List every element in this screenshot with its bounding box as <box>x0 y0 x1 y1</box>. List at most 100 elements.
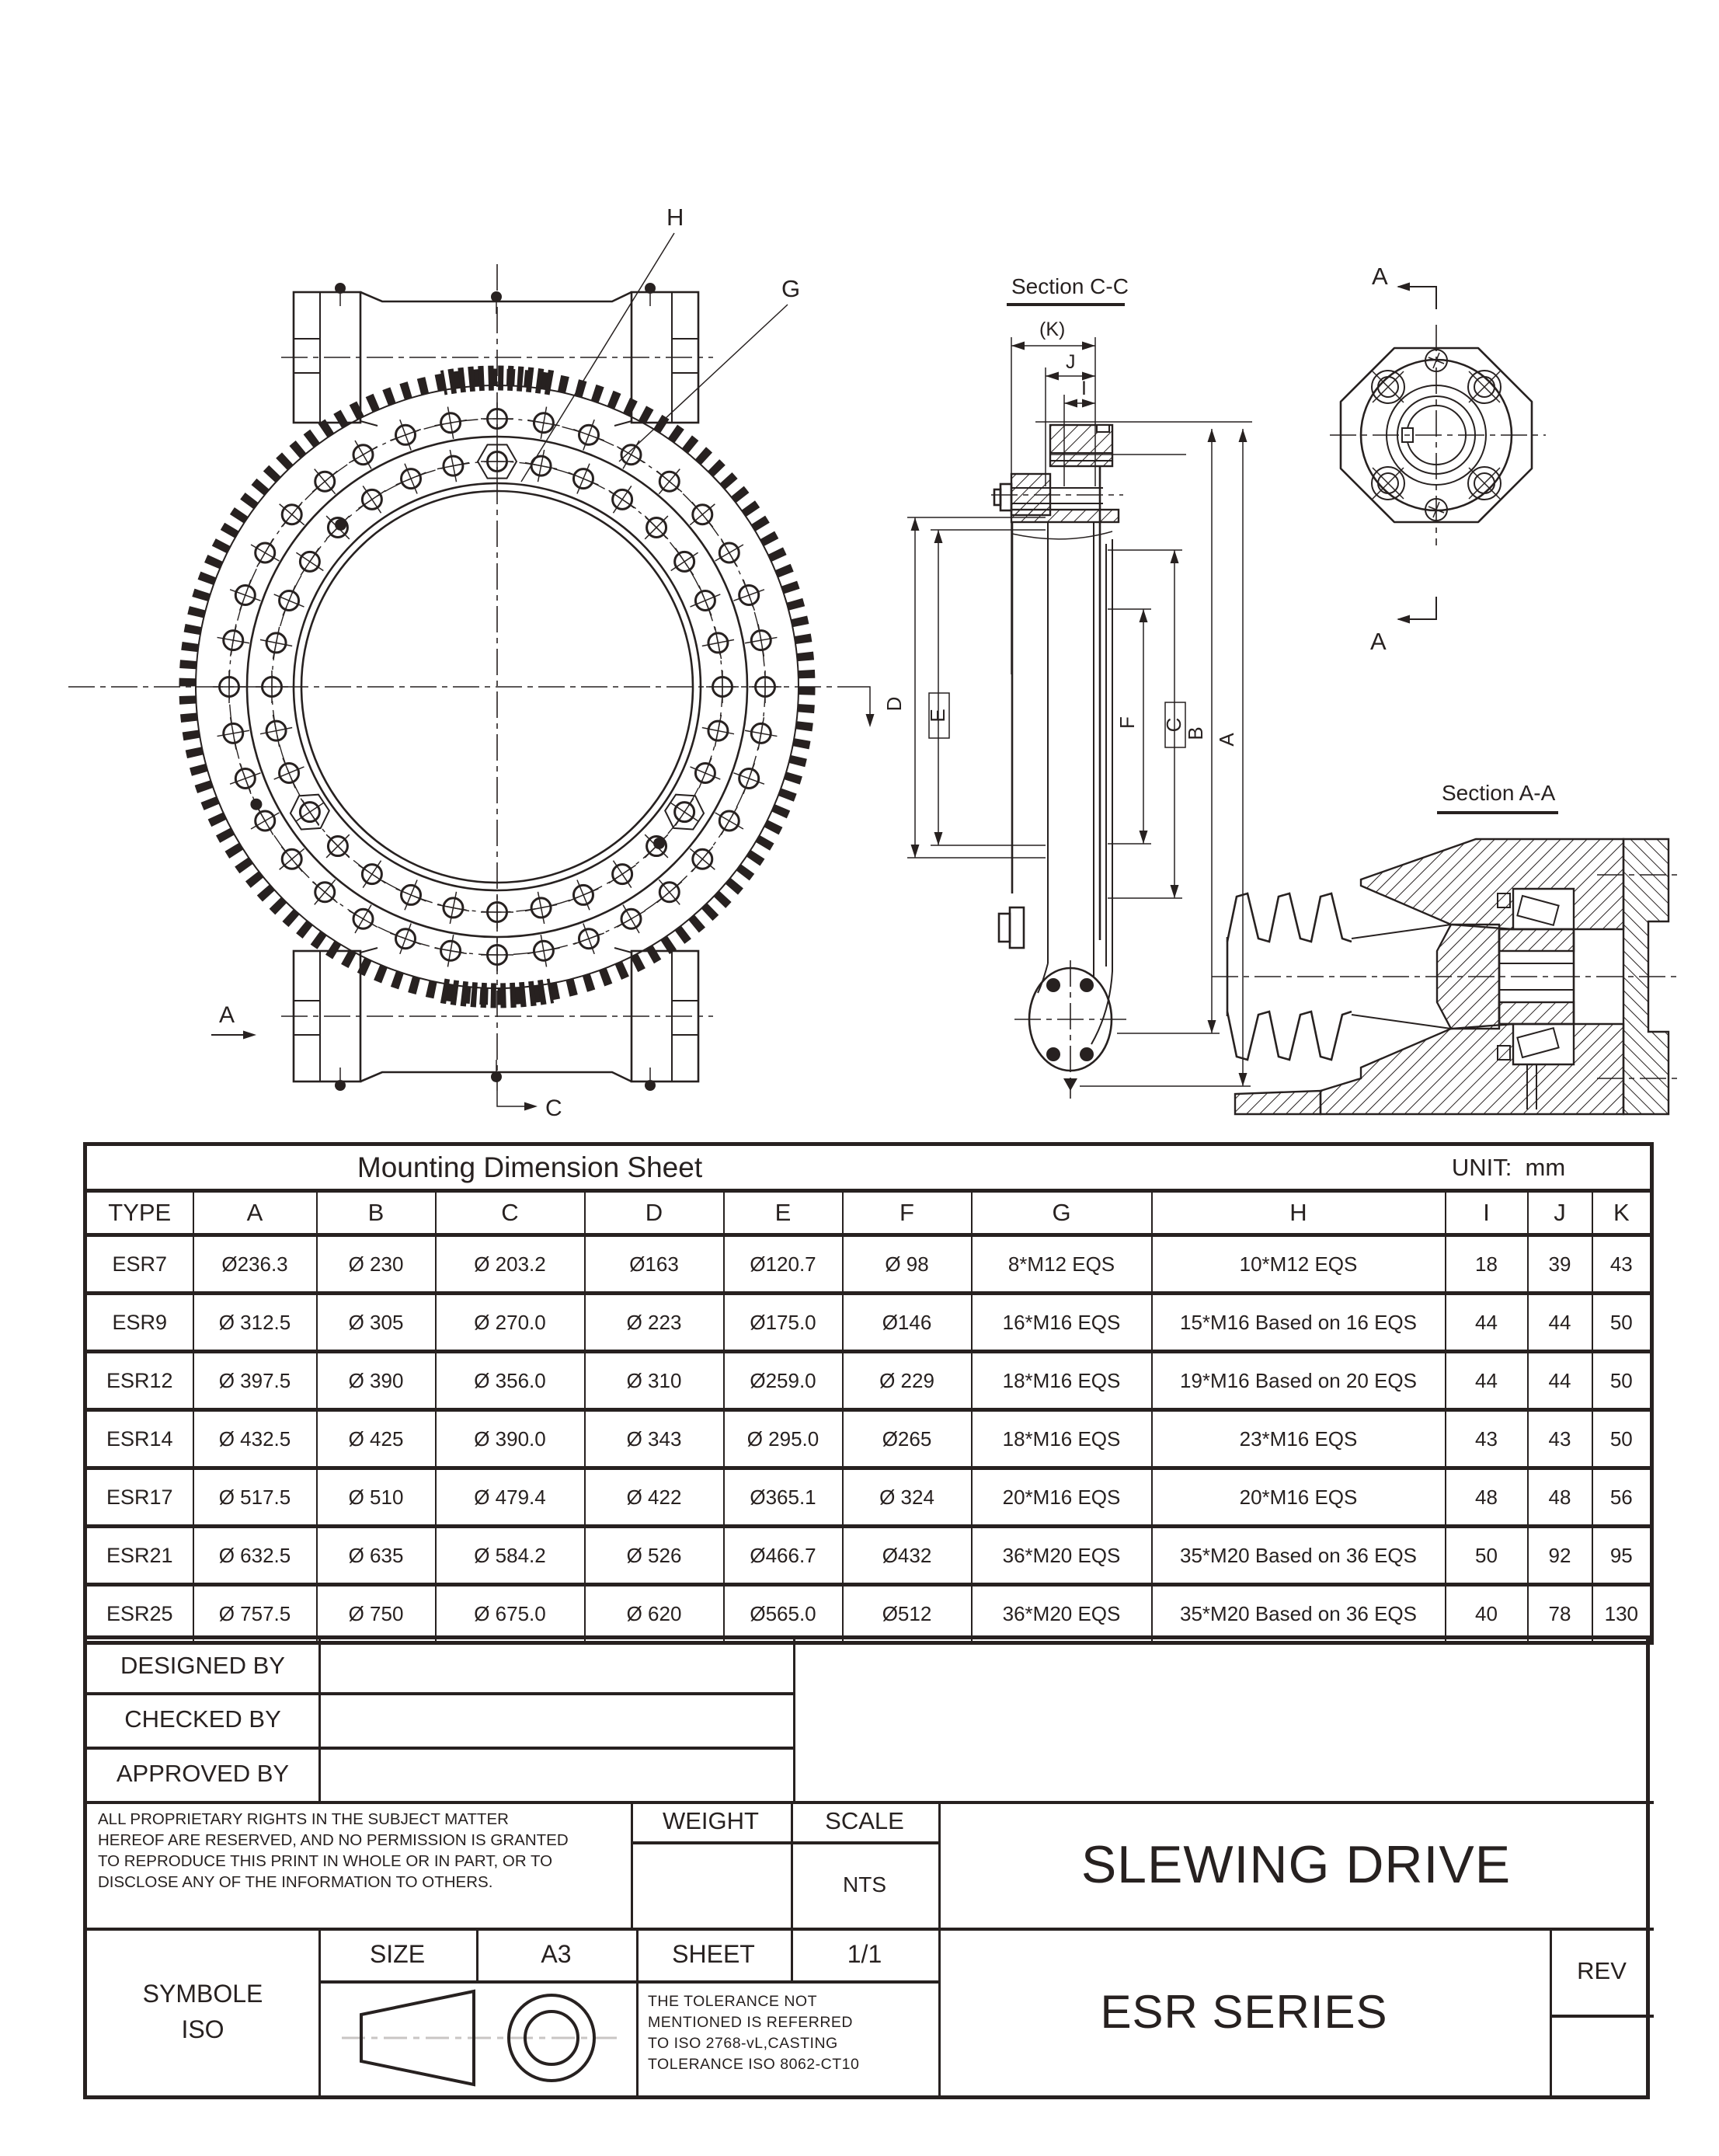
dimension-cell: Ø 390 <box>315 1350 437 1412</box>
designed-by-value <box>318 1639 793 1692</box>
dimension-cell: 44 <box>1444 1291 1529 1353</box>
col-header-a: A <box>192 1189 318 1237</box>
col-header-d: D <box>583 1189 725 1237</box>
dimension-cell: 18*M16 EQS <box>970 1408 1153 1470</box>
callout-g-label: G <box>781 275 800 302</box>
dimension-cell: Ø 223 <box>583 1291 725 1353</box>
dimension-cell: 50 <box>1591 1408 1653 1470</box>
front-view-c-label: C <box>545 1095 562 1121</box>
sheet-label: SHEET <box>672 1939 755 1968</box>
table-title-row: Mounting Dimension Sheet UNIT: mm <box>84 1142 1653 1193</box>
dim-d-label: D <box>882 697 906 712</box>
dimension-cell: 20*M16 EQS <box>970 1466 1153 1528</box>
dimension-cell: 35*M20 Based on 36 EQS <box>1150 1524 1446 1587</box>
dim-e-label: E <box>926 709 949 722</box>
dim-c-label: C <box>1162 718 1185 733</box>
dim-b-label: B <box>1184 726 1207 740</box>
table-header-row: TYPE A B C D E F G H I J K <box>84 1189 1653 1237</box>
section-cc-title: Section C-C <box>1011 274 1129 298</box>
dimension-cell: 44 <box>1526 1350 1593 1412</box>
approved-by-label: APPROVED BY <box>116 1760 290 1787</box>
checked-by-value <box>318 1692 793 1747</box>
unit-label: UNIT: mm <box>1451 1153 1566 1181</box>
dimension-cell: Ø 356.0 <box>434 1350 586 1412</box>
dimension-cell: Ø 517.5 <box>192 1466 318 1528</box>
end-view: A A <box>1330 263 1546 655</box>
row-type-cell: ESR14 <box>84 1408 194 1470</box>
dimension-cell: Ø259.0 <box>722 1350 844 1412</box>
designed-by-label: DESIGNED BY <box>120 1652 285 1679</box>
dimension-cell: 36*M20 EQS <box>970 1583 1153 1645</box>
row-type-cell: ESR21 <box>84 1524 194 1587</box>
dim-i-label: I <box>1081 378 1087 399</box>
dimension-cell: Ø 229 <box>841 1350 973 1412</box>
dim-j-label: J <box>1066 351 1076 373</box>
col-header-g: G <box>970 1189 1153 1237</box>
col-header-c: C <box>434 1189 586 1237</box>
dimension-cell: Ø146 <box>841 1291 973 1353</box>
row-type-cell: ESR7 <box>84 1233 194 1295</box>
callout-h-label: H <box>666 204 684 231</box>
dimension-cell: Ø 632.5 <box>192 1524 318 1587</box>
dimension-cell: Ø 324 <box>841 1466 973 1528</box>
dimension-cell: Ø 230 <box>315 1233 437 1295</box>
mesh-teeth-top <box>440 365 555 395</box>
dimension-cell: 18*M16 EQS <box>970 1350 1153 1412</box>
row-type-cell: ESR17 <box>84 1466 194 1528</box>
col-header-i: I <box>1444 1189 1529 1237</box>
checked-by-label: CHECKED BY <box>124 1705 281 1733</box>
size-label: SIZE <box>369 1939 426 1968</box>
dimension-cell: Ø 675.0 <box>434 1583 586 1645</box>
dimension-cell: Ø 750 <box>315 1583 437 1645</box>
dimension-cell: 19*M16 Based on 20 EQS <box>1150 1350 1446 1412</box>
dimension-cell: 15*M16 Based on 16 EQS <box>1150 1291 1446 1353</box>
product-title: SLEWING DRIVE <box>1080 1834 1512 1894</box>
title-block: DESIGNED BY CHECKED BY APPROVED BY ALL P… <box>83 1635 1654 2099</box>
dimension-cell: Ø 620 <box>583 1583 725 1645</box>
col-header-e: E <box>722 1189 844 1237</box>
dimension-cell: 50 <box>1444 1524 1529 1587</box>
col-header-k: K <box>1591 1189 1653 1237</box>
table-title: Mounting Dimension Sheet <box>357 1151 703 1183</box>
dimension-cell: Ø 425 <box>315 1408 437 1470</box>
dimension-cell: Ø 510 <box>315 1466 437 1528</box>
scale-value: NTS <box>843 1872 886 1897</box>
dim-k-label: (K) <box>1039 319 1065 340</box>
dimension-cell: Ø432 <box>841 1524 973 1587</box>
projection-symbol <box>318 1980 636 2095</box>
dimension-cell: 8*M12 EQS <box>970 1233 1153 1295</box>
sheet-value: 1/1 <box>847 1939 882 1968</box>
dimension-cell: Ø 305 <box>315 1291 437 1353</box>
tolerance-note: THE TOLERANCE NOT MENTIONED IS REFERRED … <box>648 1993 860 2073</box>
dimension-cell: Ø565.0 <box>722 1583 844 1645</box>
col-header-b: B <box>315 1189 437 1237</box>
dimension-cell: Ø 295.0 <box>722 1408 844 1470</box>
weight-value <box>631 1841 791 1928</box>
dimension-cell: Ø 203.2 <box>434 1233 586 1295</box>
dimension-cell: 48 <box>1444 1466 1529 1528</box>
weight-label: WEIGHT <box>663 1807 759 1834</box>
dim-f-label: F <box>1115 716 1139 729</box>
dimension-cell: 78 <box>1526 1583 1593 1645</box>
dimension-cell: Ø 526 <box>583 1524 725 1587</box>
dimension-cell: 10*M12 EQS <box>1150 1233 1446 1295</box>
dimension-cell: 36*M20 EQS <box>970 1524 1153 1587</box>
symbole-iso-label: SYMBOLE ISO <box>142 1980 263 2043</box>
dimension-cell: 92 <box>1526 1524 1593 1587</box>
series-title: ESR SERIES <box>1100 1985 1388 2038</box>
dimension-cell: Ø 584.2 <box>434 1524 586 1587</box>
dimension-cell: 40 <box>1444 1583 1529 1645</box>
dimension-cell: Ø 390.0 <box>434 1408 586 1470</box>
dimension-cell: 44 <box>1526 1291 1593 1353</box>
col-header-f: F <box>841 1189 973 1237</box>
end-view-a-top-label: A <box>1372 263 1388 290</box>
mounting-dimension-table: Mounting Dimension Sheet UNIT: mm TYPE A… <box>83 1142 1655 1645</box>
row-type-cell: ESR9 <box>84 1291 194 1353</box>
dimension-cell: 23*M16 EQS <box>1150 1408 1446 1470</box>
rev-label: REV <box>1577 1957 1627 1984</box>
dimension-cell: 43 <box>1591 1233 1653 1295</box>
